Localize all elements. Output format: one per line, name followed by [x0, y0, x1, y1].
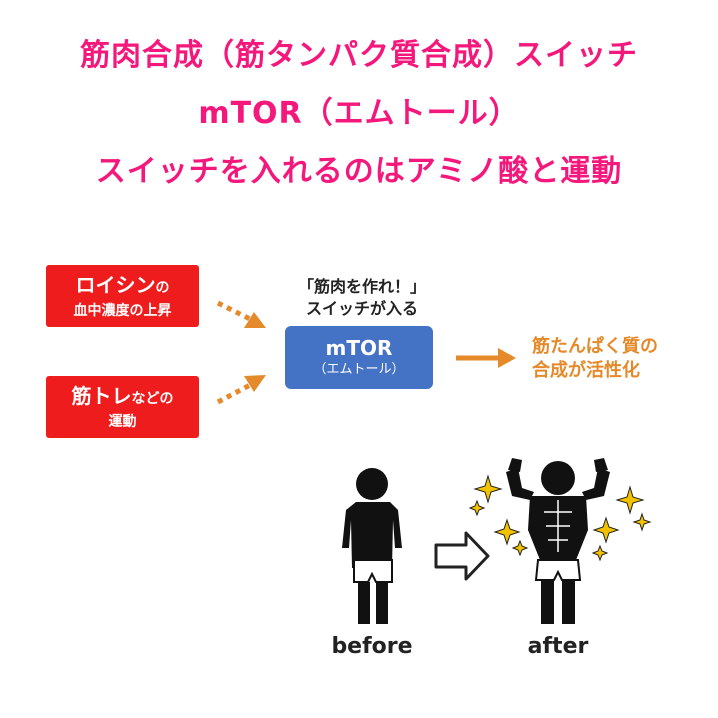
dotted-arrow-icon — [216, 300, 266, 328]
result-line-1: 筋たんぱく質の — [532, 336, 658, 357]
outline-arrow-icon — [434, 531, 490, 581]
input-exercise-main: 筋トレ — [71, 384, 132, 408]
mtor-name: mTOR — [325, 336, 393, 360]
title-line-2: mTOR（エムトール） — [198, 96, 520, 131]
input-box-leucine: ロイシンの 血中濃度の上昇 — [46, 265, 199, 327]
title-line-1: 筋肉合成（筋タンパク質合成）スイッチ — [80, 38, 638, 73]
sparkle-icon — [468, 474, 652, 562]
before-figure — [342, 468, 402, 624]
input-exercise-suffix: などの — [131, 391, 174, 407]
input-leucine-sub: 血中濃度の上昇 — [73, 303, 172, 319]
mtor-box: mTOR （エムトール） — [285, 326, 433, 389]
input-exercise-sub: 運動 — [108, 414, 137, 430]
result-text: 筋たんぱく質の 合成が活性化 — [532, 335, 658, 383]
input-leucine-main: ロイシン — [75, 273, 156, 297]
title-line-3: スイッチを入れるのはアミノ酸と運動 — [95, 154, 623, 189]
before-label: before — [331, 634, 413, 659]
result-line-2: 合成が活性化 — [532, 360, 640, 381]
input-box-exercise: 筋トレなどの 運動 — [46, 376, 199, 438]
switch-note-line-1: 「筋肉を作れ！」 — [297, 277, 426, 296]
arrow-right-icon — [456, 348, 516, 368]
input-leucine-suffix: の — [155, 280, 170, 296]
switch-note: 「筋肉を作れ！」 スイッチが入る — [272, 276, 452, 320]
mtor-reading: （エムトール） — [313, 362, 405, 377]
switch-note-line-2: スイッチが入る — [305, 299, 418, 318]
after-label: after — [527, 634, 589, 659]
after-figure — [506, 458, 610, 624]
dotted-arrow-icon — [216, 375, 266, 405]
